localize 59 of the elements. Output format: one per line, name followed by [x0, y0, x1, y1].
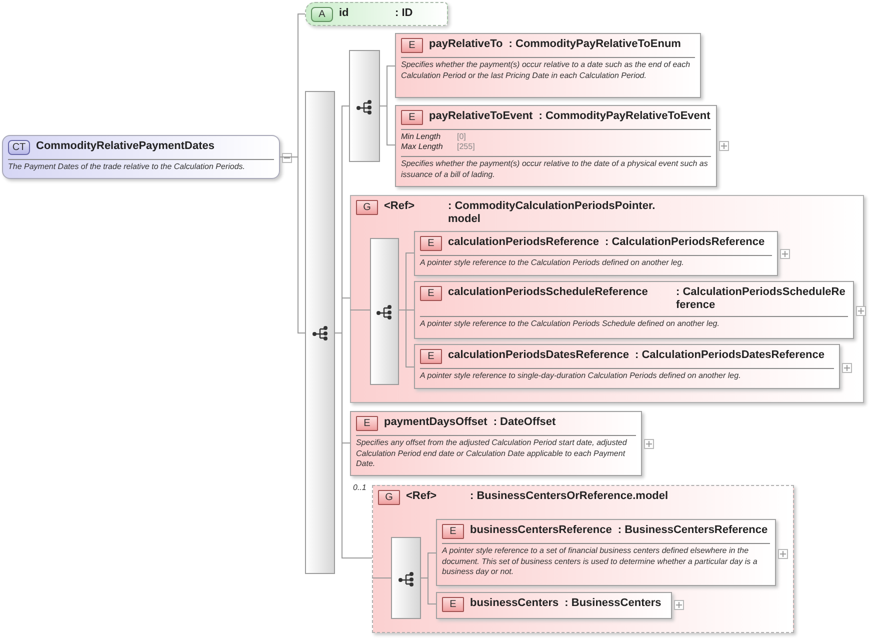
element-name: calculationPeriodsReference — [448, 236, 600, 249]
connector-line — [380, 106, 396, 146]
type-name: : BusinessCentersReference — [618, 524, 768, 537]
connector-line — [334, 332, 372, 558]
type-name: : DateOffset — [493, 416, 556, 429]
description: A pointer style reference to the Calculation Periods Schedule defined on another leg. — [418, 318, 720, 330]
type-name: CommodityRelativePaymentDates — [36, 140, 215, 153]
element-name: businessCentersReference — [470, 524, 612, 537]
type-badge: G — [378, 490, 400, 505]
sequence-compositor — [391, 537, 421, 619]
type-badge: E — [356, 416, 378, 431]
type-name: : CalculationPeriodsReference — [605, 236, 765, 249]
type-name: : CommodityPayRelativeToEvent — [538, 110, 710, 123]
sequence-compositor — [305, 91, 335, 574]
facet-value: [0] — [457, 132, 466, 142]
type-badge: E — [420, 349, 442, 364]
type-badge: E — [420, 236, 442, 251]
type-name: : CalculationPeriodsScheduleReference — [676, 286, 846, 312]
type-badge: E — [401, 38, 423, 53]
description: A pointer style reference to a set of financial business centers defined elsewhere in the document. This set of business centers is used to determine whether a particular day is a business day or not. — [440, 545, 758, 578]
element-name: calculationPeriodsScheduleReference — [448, 286, 649, 299]
connector-line — [420, 578, 436, 604]
element-box — [395, 33, 701, 98]
element-name: paymentDaysOffset — [384, 416, 488, 429]
sequence-compositor — [370, 238, 399, 385]
description: Specifies whether the payment(s) occur relative to a date such as the end of each Calculation Period or the last Pricing Date in each Calculation Period. — [400, 59, 692, 81]
description: A pointer style reference to the Calculation Periods defined on another leg. — [418, 257, 685, 268]
description: A pointer style reference to single-day-duration Calculation Periods defined on another leg. — [418, 370, 742, 382]
type-badge: E — [442, 597, 464, 612]
connector-line — [398, 310, 414, 368]
type-name: : CalculationPeriodsDatesReference — [634, 349, 824, 362]
attribute-box — [305, 2, 448, 26]
description: Specifies whether the payment(s) occur relative to the date of a physical event such as issuance of a bill of lading. — [400, 158, 709, 180]
group-box — [350, 195, 864, 403]
type-name: : CommodityPayRelativeToEnum — [508, 38, 681, 51]
element-name: payRelativeTo — [429, 38, 503, 51]
occurrence-label: 0..1 — [353, 483, 366, 492]
type-badge: E — [401, 110, 423, 125]
type-name: : BusinessCentersOrReference.model — [470, 490, 670, 503]
type-badge: CT — [8, 140, 30, 155]
attribute-name: id — [339, 7, 350, 20]
sequence-compositor — [349, 50, 380, 162]
group-ref-label: <Ref> — [384, 200, 416, 213]
description: Specifies any offset from the adjusted Calculation Period start date, adjusted Calculation Period end date or Calculation Date applicable to each Payment Date. — [355, 437, 628, 470]
type-badge: G — [356, 200, 378, 215]
type-name: : ID — [395, 7, 413, 20]
facet-label: Max Length — [401, 142, 444, 152]
type-name: : CommodityCalculationPeriodsPointer.model — [448, 200, 656, 226]
element-name: businessCenters — [470, 597, 559, 610]
group-ref-label: <Ref> — [406, 490, 438, 503]
type-badge: E — [442, 524, 464, 539]
type-badge: A — [311, 7, 333, 22]
element-name: calculationPeriodsDatesReference — [448, 349, 629, 362]
type-name: : BusinessCenters — [564, 597, 662, 610]
element-name: payRelativeToEvent — [429, 110, 533, 123]
facet-value: [255] — [457, 142, 475, 152]
type-badge: E — [420, 286, 442, 301]
description: The Payment Dates of the trade relative to the Calculation Periods. — [7, 161, 246, 172]
facet-label: Min Length — [401, 132, 442, 142]
